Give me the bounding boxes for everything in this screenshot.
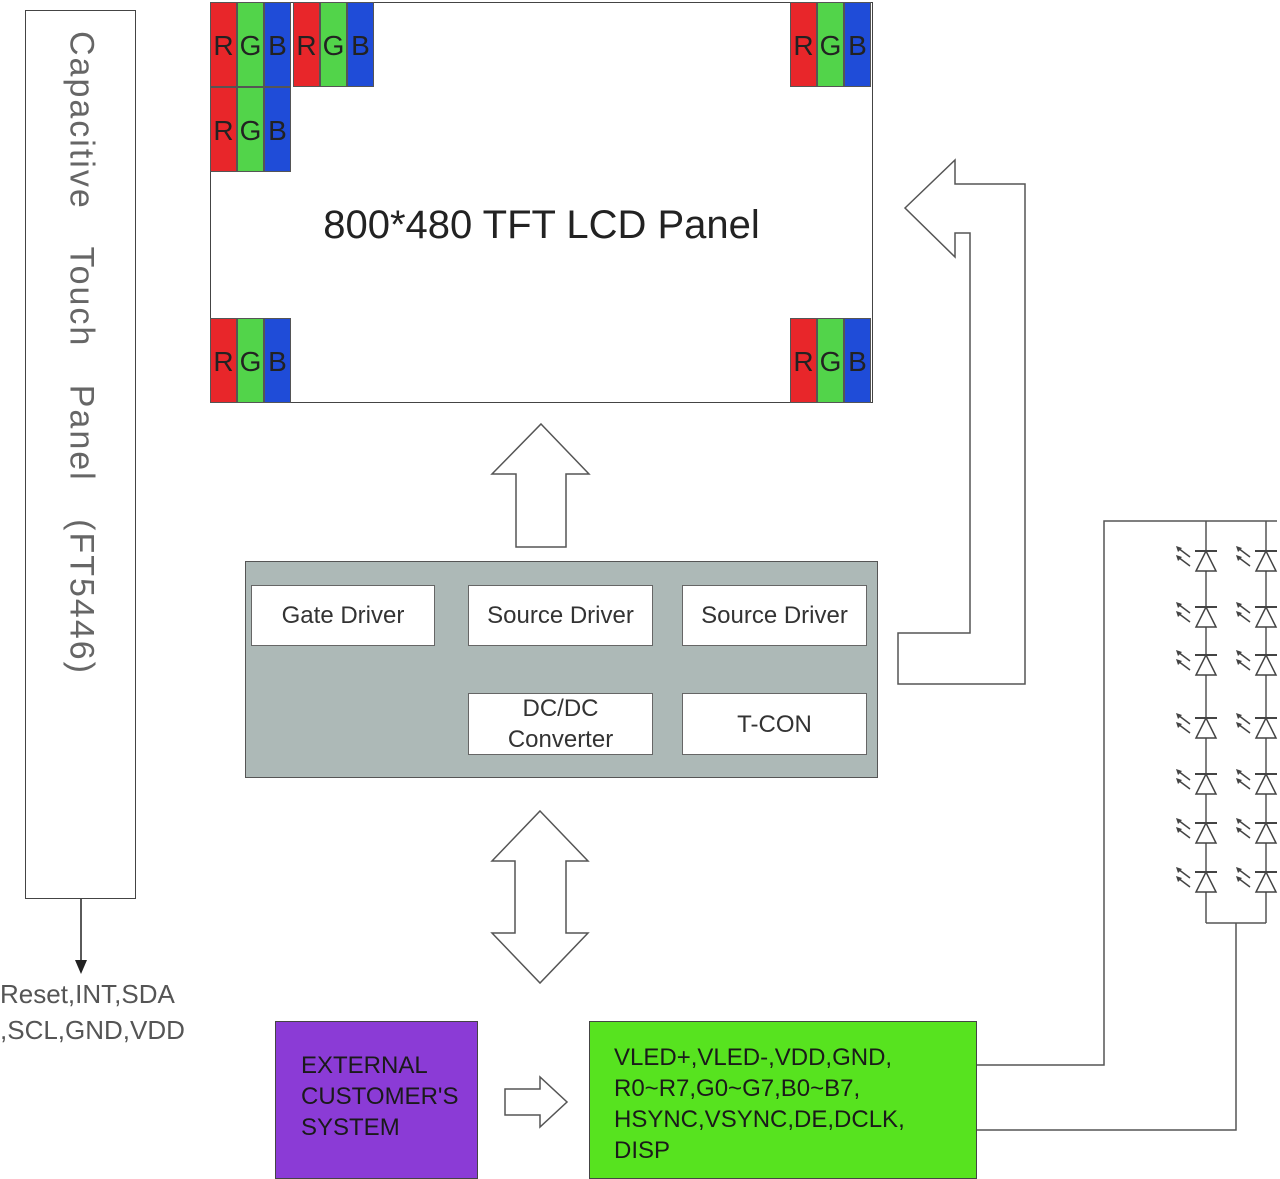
source-driver-box-2: Source Driver: [682, 585, 867, 646]
tcon-box: T-CON: [682, 693, 867, 755]
led-icon: [1176, 867, 1218, 893]
subpixel-blue: B: [264, 87, 291, 172]
subpixel-green: G: [237, 318, 264, 403]
subpixel-green: G: [237, 87, 264, 172]
subpixel-green: G: [237, 2, 264, 87]
pixel-top-left-1: R G B: [210, 2, 291, 87]
signals-line-4: DISP: [614, 1137, 671, 1164]
led-icon: [1176, 650, 1218, 676]
backlight-led-array: [1176, 546, 1278, 893]
capacitive-touch-panel: Capacitive Touch Panel (FT5446): [25, 10, 136, 899]
pixel-bottom-right: R G B: [790, 318, 871, 403]
tcon-to-panel-arrow: [897, 158, 1026, 685]
external-customer-system: EXTERNAL CUSTOMER'S SYSTEM: [275, 1021, 478, 1179]
touch-panel-label: Capacitive Touch Panel (FT5446): [62, 31, 101, 675]
led-icon: [1236, 650, 1278, 676]
external-line-2: CUSTOMER'S: [301, 1083, 459, 1110]
external-to-interface-arrow: [504, 1075, 569, 1129]
signals-line-3: HSYNC,VSYNC,DE,DCLK,: [614, 1106, 905, 1133]
led-icon: [1176, 546, 1218, 572]
dcdc-converter-box: DC/DC Converter: [468, 693, 653, 755]
signals-line-2: R0~R7,G0~G7,B0~B7,: [614, 1075, 861, 1102]
pixel-bottom-left: R G B: [210, 318, 291, 403]
led-icon: [1236, 769, 1278, 795]
touch-signals-line-2: ,SCL,GND,VDD: [0, 1015, 185, 1045]
led-icon: [1236, 546, 1278, 572]
led-icon: [1236, 867, 1278, 893]
up-arrow-driver-to-panel: [490, 422, 591, 548]
dcdc-label-line-2: Converter: [507, 726, 614, 753]
led-icon: [1176, 818, 1218, 844]
led-icon: [1236, 818, 1278, 844]
led-icon: [1176, 769, 1218, 795]
subpixel-blue: B: [844, 318, 871, 403]
subpixel-red: R: [210, 87, 237, 172]
pixel-top-left-2: R G B: [293, 2, 374, 87]
lcd-panel-title: 800*480 TFT LCD Panel: [323, 203, 760, 247]
touch-output-arrow: [75, 899, 87, 974]
subpixel-blue: B: [264, 2, 291, 87]
subpixel-blue: B: [264, 318, 291, 403]
led-icon: [1176, 602, 1218, 628]
external-line-3: SYSTEM: [301, 1114, 400, 1141]
subpixel-green: G: [817, 2, 844, 87]
led-icon: [1236, 602, 1278, 628]
gate-driver-box: Gate Driver: [251, 585, 435, 646]
subpixel-red: R: [210, 318, 237, 403]
touch-panel-signals: Reset,INT,SDA ,SCL,GND,VDD: [0, 976, 185, 1048]
pixel-second-row: R G B: [210, 87, 291, 172]
subpixel-green: G: [320, 2, 347, 87]
touch-signals-line-1: Reset,INT,SDA: [0, 979, 175, 1009]
subpixel-blue: B: [347, 2, 374, 87]
dcdc-label-line-1: DC/DC: [522, 695, 599, 722]
bidirectional-arrow: [490, 809, 590, 985]
subpixel-blue: B: [844, 2, 871, 87]
interface-signals-box: VLED+,VLED-,VDD,GND, R0~R7,G0~G7,B0~B7, …: [589, 1021, 977, 1179]
source-driver-box-1: Source Driver: [468, 585, 653, 646]
subpixel-red: R: [790, 318, 817, 403]
pixel-top-right: R G B: [790, 2, 871, 87]
external-line-1: EXTERNAL: [301, 1052, 428, 1079]
subpixel-red: R: [293, 2, 320, 87]
signals-line-1: VLED+,VLED-,VDD,GND,: [614, 1044, 893, 1071]
subpixel-red: R: [210, 2, 237, 87]
led-icon: [1236, 713, 1278, 739]
led-icon: [1176, 713, 1218, 739]
subpixel-red: R: [790, 2, 817, 87]
subpixel-green: G: [817, 318, 844, 403]
